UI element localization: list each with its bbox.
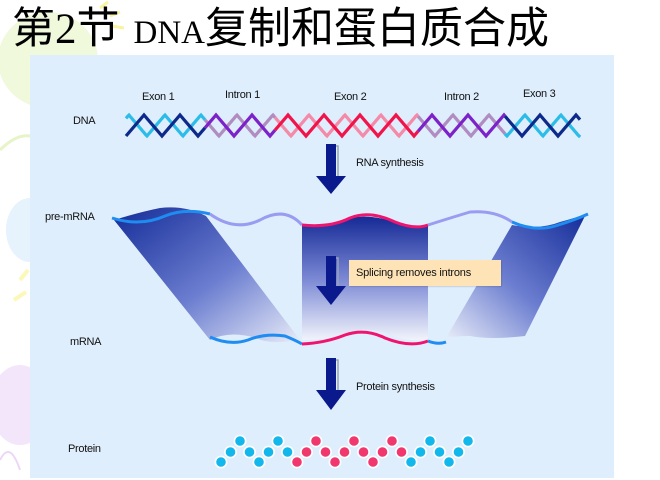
dna-strand-intron-1-b bbox=[203, 112, 277, 139]
dna-strand-exon-3-a bbox=[503, 112, 582, 139]
amino-acid-bead bbox=[366, 455, 380, 469]
title-part1: 第2节 bbox=[12, 6, 120, 53]
amino-acid-bead bbox=[452, 445, 465, 459]
amino-acid-bead bbox=[281, 445, 294, 459]
amino-acid-bead bbox=[385, 434, 399, 448]
row-label-pre-mrna: pre-mRNA bbox=[45, 211, 95, 223]
amino-acid-bead bbox=[271, 434, 285, 448]
pre-mrna-exon2 bbox=[301, 213, 429, 229]
dna-strand-exon-1-a bbox=[124, 112, 207, 139]
pre-mrna-exon3 bbox=[511, 212, 589, 230]
title-part2: 复制和蛋白质合成 bbox=[205, 6, 549, 53]
amino-acid-bead bbox=[461, 434, 475, 448]
row-label-mrna: mRNA bbox=[70, 336, 102, 348]
step-label-protein-synthesis: Protein synthesis bbox=[356, 381, 435, 393]
dna-helix bbox=[124, 112, 582, 139]
amino-acid-bead bbox=[404, 455, 418, 469]
decor-swirl-purple bbox=[0, 451, 21, 471]
amino-acid-bead bbox=[338, 445, 351, 459]
dna-strand-exon-1-b bbox=[124, 112, 207, 139]
amino-acid-bead bbox=[357, 445, 370, 459]
mrna-exon3 bbox=[427, 339, 447, 345]
amino-acid-bead bbox=[442, 455, 456, 469]
protein-chain bbox=[214, 434, 475, 469]
arrow-rna-synthesis bbox=[316, 144, 346, 194]
segment-label-exon1: Exon 1 bbox=[142, 91, 175, 103]
amino-acid-bead bbox=[376, 445, 389, 459]
amino-acid-bead bbox=[328, 455, 342, 469]
pre-mrna-intron1 bbox=[209, 212, 304, 227]
amino-acid-bead bbox=[309, 434, 323, 448]
segment-label-exon3: Exon 3 bbox=[523, 88, 556, 100]
amino-acid-bead bbox=[423, 434, 437, 448]
dna-strand-exon-2-a bbox=[273, 112, 420, 139]
segment-label-intron1: Intron 1 bbox=[225, 89, 260, 101]
segment-label-exon2: Exon 2 bbox=[334, 91, 367, 103]
title-latin: DNA bbox=[133, 15, 206, 51]
step-label-rna-synthesis: RNA synthesis bbox=[356, 157, 424, 169]
slide-title: 第2节 DNA复制和蛋白质合成 bbox=[12, 6, 549, 57]
step-label-splicing: Splicing removes introns bbox=[349, 260, 501, 286]
arrow-protein-synthesis bbox=[316, 358, 346, 410]
arrow-splicing bbox=[316, 256, 346, 305]
amino-acid-bead bbox=[414, 445, 427, 459]
pre-mrna-intron2 bbox=[427, 210, 513, 227]
amino-acid-bead bbox=[224, 445, 237, 459]
amino-acid-bead bbox=[319, 445, 332, 459]
dna-strand-intron-1-a bbox=[203, 112, 277, 139]
exon3-splice-band bbox=[446, 214, 586, 338]
amino-acid-bead bbox=[233, 434, 247, 448]
amino-acid-bead bbox=[252, 455, 266, 469]
amino-acid-bead bbox=[262, 445, 275, 459]
pre-mrna-exon1 bbox=[111, 209, 211, 224]
amino-acid-bead bbox=[433, 445, 446, 459]
amino-acid-bead bbox=[395, 445, 408, 459]
decor-sparkle-yellow bbox=[99, 0, 125, 30]
amino-acid-bead bbox=[347, 434, 361, 448]
row-label-dna: DNA bbox=[73, 115, 96, 127]
mrna-exon2 bbox=[301, 330, 429, 346]
dna-strand-intron-2-b bbox=[416, 112, 507, 139]
decor-sparkle-yellow-2 bbox=[12, 268, 30, 302]
segment-label-intron2: Intron 2 bbox=[444, 91, 479, 103]
exon1-splice-band bbox=[114, 207, 300, 343]
dna-strand-intron-2-a bbox=[416, 112, 507, 139]
amino-acid-bead bbox=[243, 445, 256, 459]
amino-acid-bead bbox=[290, 455, 304, 469]
row-label-protein: Protein bbox=[68, 443, 101, 455]
amino-acid-bead bbox=[214, 455, 228, 469]
mrna-exon1 bbox=[209, 333, 303, 346]
amino-acid-bead bbox=[300, 445, 313, 459]
